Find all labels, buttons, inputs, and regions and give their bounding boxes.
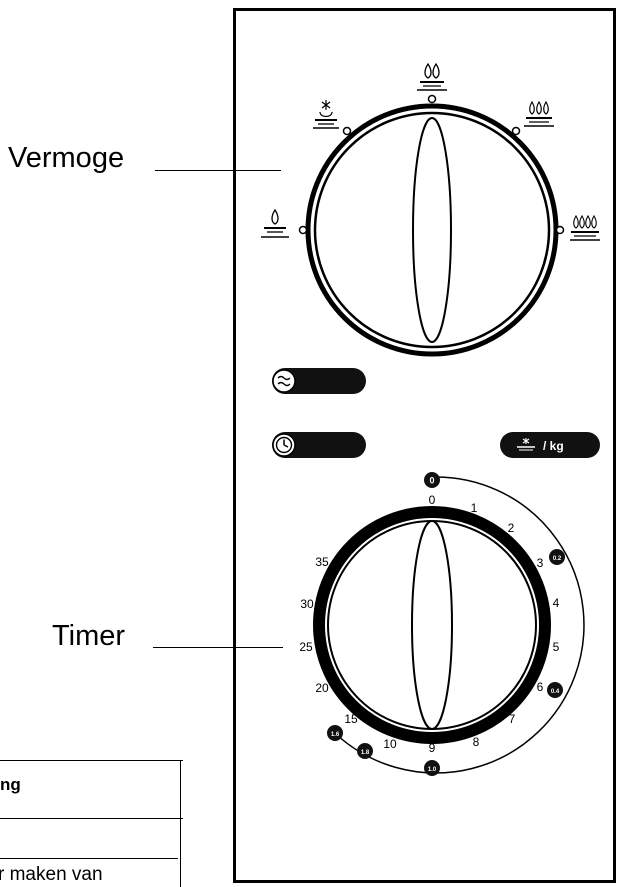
timer-tick-0: 0 (429, 493, 436, 507)
timer-tick-6: 6 (537, 680, 544, 694)
flame-4-icon (570, 214, 600, 241)
timer-tick-3: 3 (537, 556, 544, 570)
flame-3-icon (524, 100, 554, 127)
timer-tick-20: 20 (315, 681, 329, 695)
power-dot-right-upper (511, 126, 521, 136)
clock-icon (275, 436, 293, 454)
power-dot-left-upper (342, 126, 352, 136)
timer-leader-line (153, 647, 283, 648)
timer-badge-16-label: 1.6 (331, 732, 340, 738)
power-dot-left (298, 225, 308, 235)
timer-badge-02 (549, 549, 565, 565)
clock-button[interactable] (272, 432, 366, 458)
power-dial[interactable] (305, 103, 559, 357)
timer-badge-10 (424, 760, 440, 776)
timer-tick-30: 30 (300, 597, 314, 611)
weight-defrost-button[interactable]: / kg (500, 432, 600, 458)
timer-outer-arc (336, 476, 585, 774)
power-leader-line (155, 170, 281, 171)
timer-dial[interactable] (313, 506, 551, 744)
flame-2-icon (417, 62, 447, 91)
timer-tick-35: 35 (315, 555, 329, 569)
timer-tick-2: 2 (508, 521, 515, 535)
defrost-icon (313, 100, 339, 129)
power-dot-top (427, 94, 437, 104)
table-header: ng (0, 775, 21, 794)
timer-tick-15: 15 (344, 712, 358, 726)
grill-icon (277, 375, 291, 387)
timer-badge-18 (357, 743, 373, 759)
table-row-text: r maken van (0, 864, 103, 885)
timer-badge-18-label: 1.8 (361, 750, 370, 756)
timer-badge-04 (547, 682, 563, 698)
partial-table (0, 760, 181, 887)
timer-badge-04-label: 0.4 (551, 689, 560, 695)
timer-tick-25: 25 (299, 640, 313, 654)
timer-label: Timer (52, 620, 126, 652)
grill-button[interactable] (272, 368, 366, 394)
table-line-top (0, 760, 183, 761)
weight-button-label: / kg (543, 439, 564, 453)
timer-tick-8: 8 (473, 735, 480, 749)
timer-tick-1: 1 (471, 501, 478, 515)
timer-tick-9: 9 (429, 741, 436, 755)
table-line-low (0, 858, 178, 859)
timer-tick-5: 5 (553, 640, 560, 654)
defrost-small-icon (517, 438, 535, 451)
control-panel (233, 8, 616, 883)
timer-badge-10-label: 1.0 (428, 767, 437, 773)
timer-badge-16 (327, 725, 343, 741)
table-line-mid (0, 818, 183, 819)
power-label: Vermoge (8, 142, 125, 174)
timer-badge-0 (424, 472, 440, 488)
timer-badge-0-label: 0 (429, 476, 434, 486)
flame-1-icon (261, 208, 289, 238)
power-dot-right (555, 225, 565, 235)
timer-tick-7: 7 (509, 712, 516, 726)
timer-badge-02-label: 0.2 (553, 556, 562, 562)
timer-tick-10: 10 (383, 737, 397, 751)
timer-tick-4: 4 (553, 596, 560, 610)
